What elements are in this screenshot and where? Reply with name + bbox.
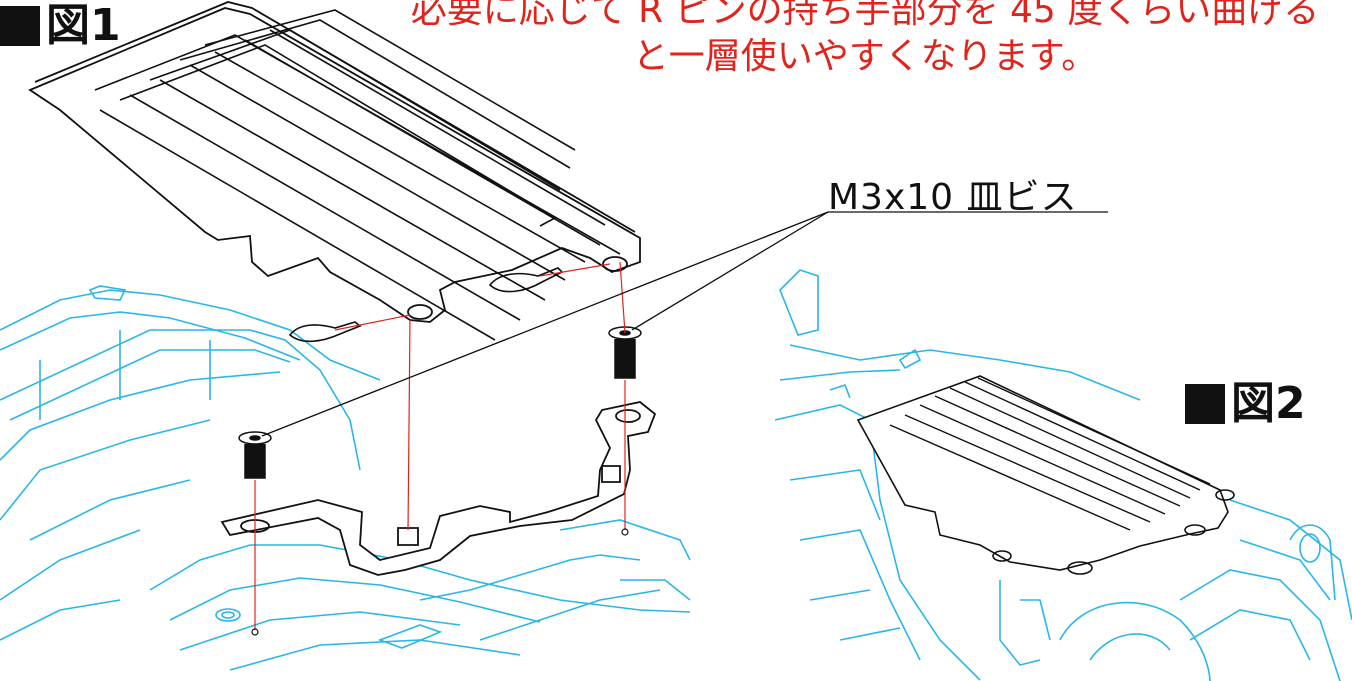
figure-1-label: 図1: [0, 4, 121, 48]
mounting-bracket: [220, 401, 657, 576]
r-pin-left: [288, 321, 362, 343]
assembly-guide-lines: [254, 261, 626, 630]
figure-1-label-text: 図1: [46, 0, 121, 51]
instruction-note: 必要に応じて R ピンの持ち手部分を 45 度くらい曲げる と一層使いやすくなり…: [405, 0, 1325, 80]
cover-plate: [28, 1, 641, 341]
r-pin-right: [488, 267, 564, 293]
chassis-outline-fig1: [0, 285, 691, 671]
screw-callout-label: M3x10 皿ビス: [828, 177, 1078, 218]
figure-2-label-text: 図2: [1231, 378, 1306, 429]
figure-2-label: 図2: [1185, 382, 1306, 426]
chassis-outline-fig2: [774, 269, 1352, 681]
mount-holes: [251, 528, 629, 636]
screw-right: [608, 326, 642, 379]
callout-leader-lines: [261, 211, 1108, 437]
black-square-icon: [1185, 384, 1225, 424]
cover-plate-installed: [856, 375, 1235, 575]
screw-left: [238, 431, 272, 479]
note-line-1: 必要に応じて R ピンの持ち手部分を 45 度くらい曲げる: [410, 0, 1320, 31]
note-line-2: と一層使いやすくなります。: [632, 36, 1098, 77]
black-square-icon: [0, 6, 40, 46]
